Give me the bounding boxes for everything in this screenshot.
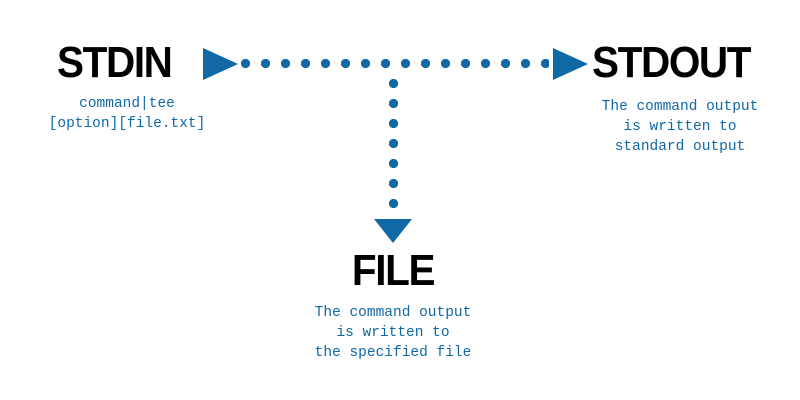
stdin-caption: command|tee [option][file.txt] <box>48 96 206 132</box>
file-arrowhead-icon <box>374 219 412 243</box>
stdout-arrowhead-icon <box>553 48 588 80</box>
stdin-arrowhead-icon <box>203 48 238 80</box>
branch-to-file-dotted-connector <box>389 79 398 222</box>
stdin-label: STDIN <box>57 38 173 87</box>
stdout-label: STDOUT <box>592 38 752 87</box>
stdin-to-stdout-dotted-connector <box>241 59 549 68</box>
file-label: FILE <box>351 246 436 295</box>
file-caption: The command output is written to the spe… <box>314 305 472 361</box>
stdout-caption: The command output is written to standar… <box>601 99 759 155</box>
